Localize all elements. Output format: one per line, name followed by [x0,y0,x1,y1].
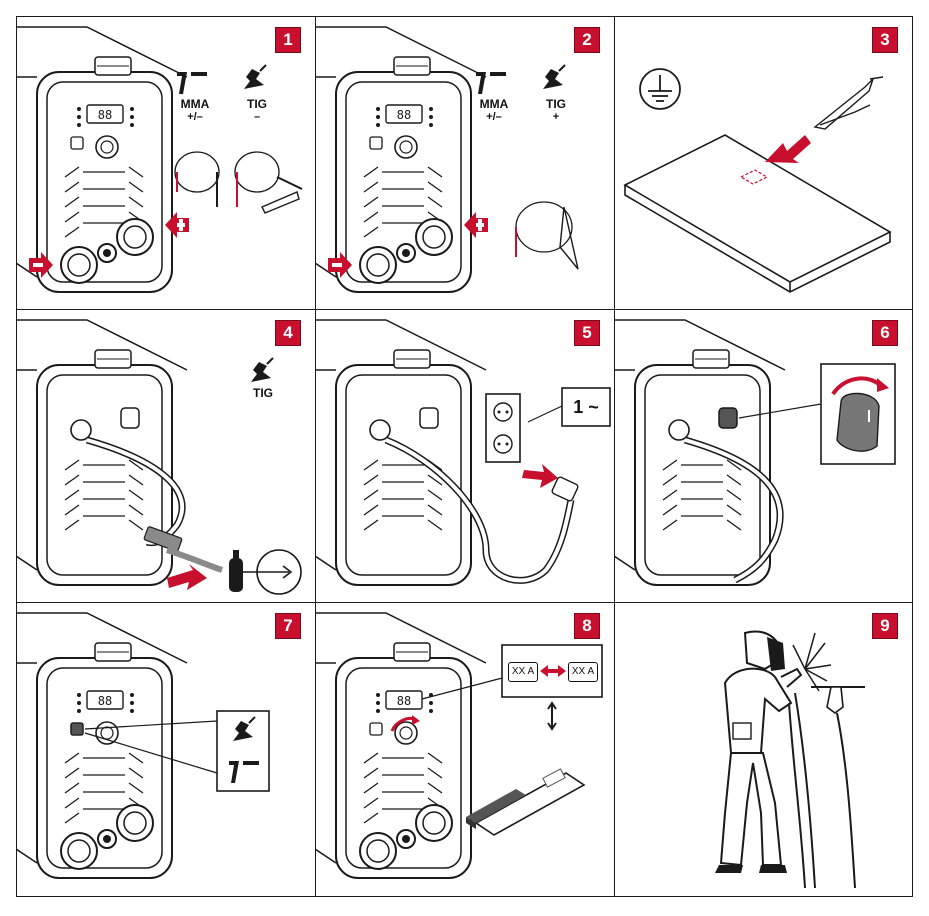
tig-label: TIG [253,386,273,400]
current-value-right: XX A [568,662,598,682]
step-number: 2 [574,27,600,53]
step-number: 9 [872,613,898,639]
electrode-holder-icon [476,72,506,94]
current-value-left: XX A [508,662,538,682]
electrode-holder-icon [177,72,207,94]
panel-3: 3 [615,17,912,310]
tig-label: TIG [546,97,566,111]
phase-label: 1 ~ [573,396,599,417]
tig-label: TIG [247,97,267,111]
step-number: 7 [275,613,301,639]
panel-2: 2 MMA +/– TIG + [316,17,615,310]
step-number: 4 [275,320,301,346]
step-number: 6 [872,320,898,346]
tig-polarity: + [552,111,560,123]
mma-label: MMA [479,97,509,111]
panel-9: 9 [615,603,912,896]
tig-torch-icon [243,64,267,90]
mma-polarity: +/– [187,111,203,123]
mma-polarity: +/– [486,111,502,123]
panel-1: 1 MMA +/– TIG – [17,17,316,310]
panel-5: 5 1 ~ [316,310,615,603]
step-number: 8 [574,613,600,639]
panel-6: 6 [615,310,912,603]
step-number: 3 [872,27,898,53]
step-number: 5 [574,320,600,346]
gas-cylinder-icon [229,550,243,592]
panel-4: 4 TIG [17,310,316,603]
welder-figure-icon [715,630,803,873]
ground-symbol-icon [639,68,681,110]
step-number: 1 [275,27,301,53]
tig-torch-icon [250,357,274,383]
wall-socket-icon [485,393,521,463]
tig-torch-icon [542,64,566,90]
panel-8: 8 XX A XX A [316,603,615,896]
instruction-grid: 1 MMA +/– TIG – 2 MMA +/– TIG + [16,16,913,897]
panel-7: 7 [17,603,316,896]
mma-label: MMA [180,97,210,111]
tig-polarity: – [253,111,261,123]
